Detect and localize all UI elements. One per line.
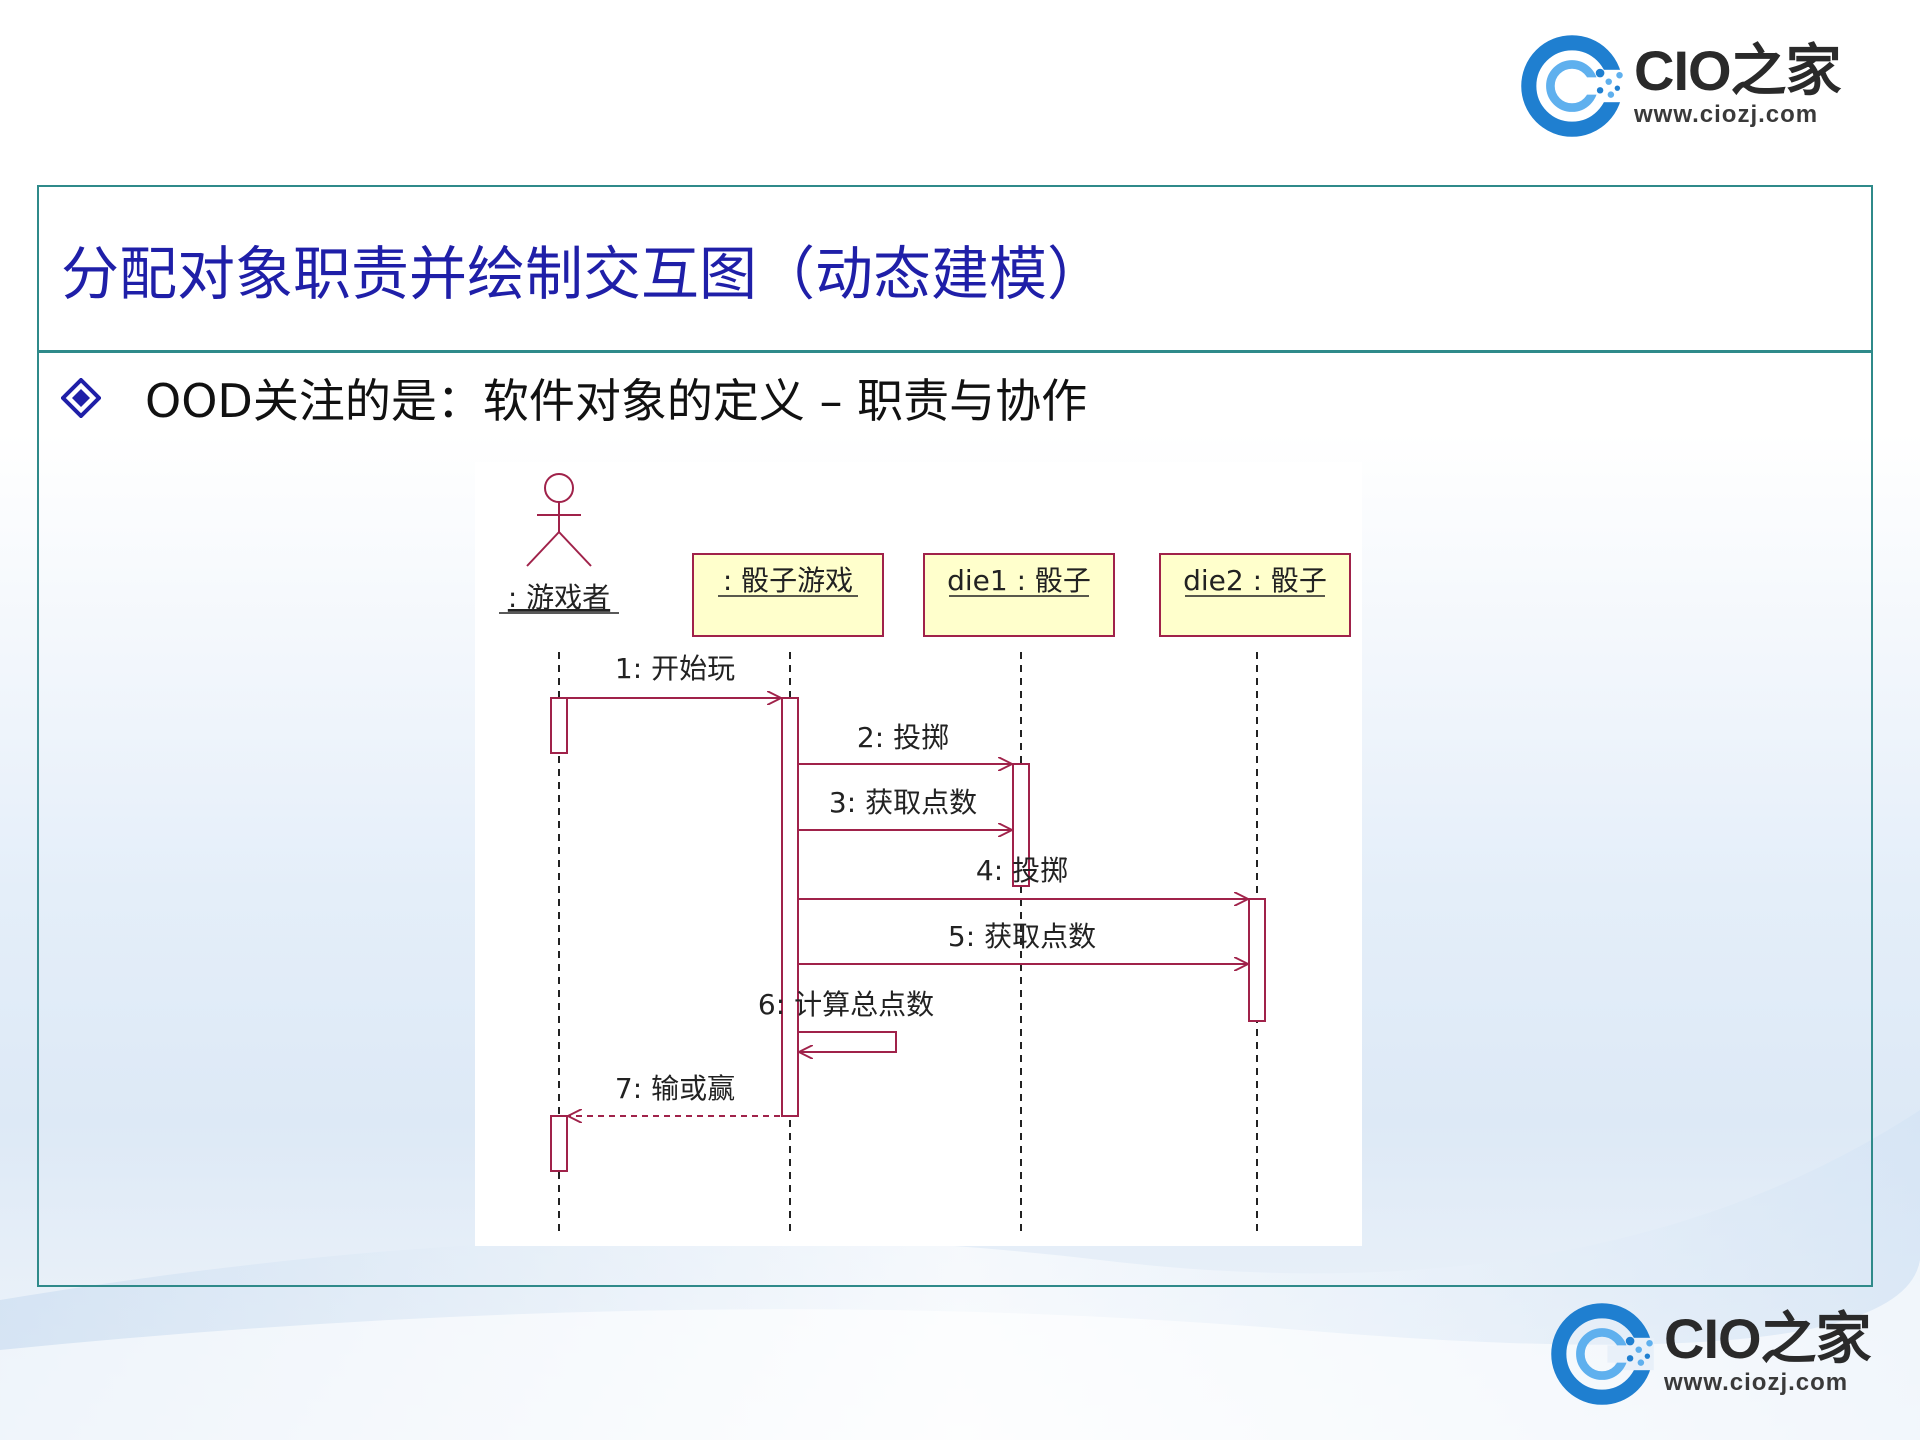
object-box-die2: die2 : 骰子 [1159, 553, 1351, 637]
logo-name: CIO之家 [1634, 39, 1842, 102]
slide-title: 分配对象职责并绘制交互图（动态建模） [61, 240, 1106, 308]
message-label-3: 3: 获取点数 [829, 786, 977, 819]
message-label-7: 7: 输或赢 [615, 1072, 735, 1105]
slide-frame: 分配对象职责并绘制交互图（动态建模） OOD关注的是：软件对象的定义 – 职责与… [37, 185, 1873, 1287]
actor-label: : 游戏者 [508, 581, 610, 614]
message-label-4: 4: 投掷 [976, 854, 1068, 887]
brand-logo-footer: CIO之家 www.ciozj.com [1548, 1300, 1872, 1408]
diamond-bullet-icon [61, 378, 101, 418]
activation-game [781, 697, 799, 1117]
logo-footer-name: CIO之家 [1664, 1307, 1872, 1370]
object-label-die1: die1 : 骰子 [947, 564, 1091, 597]
activation-actor-1 [550, 697, 568, 754]
object-box-die1: die1 : 骰子 [923, 553, 1115, 637]
brand-logo: CIO之家 www.ciozj.com [1518, 32, 1842, 140]
sequence-diagram-canvas: : 游戏者 : 骰子游戏 die1 : 骰子 die2 : 骰子 [499, 473, 1351, 1232]
message-label-5: 5: 获取点数 [948, 920, 1096, 953]
object-box-game: : 骰子游戏 [692, 553, 884, 637]
object-label-die2: die2 : 骰子 [1183, 564, 1327, 597]
message-label-1: 1: 开始玩 [615, 652, 735, 685]
message-label-6: 6: 计算总点数 [758, 988, 934, 1021]
message-arrow-6 [798, 1031, 897, 1052]
sequence-diagram: : 游戏者 : 骰子游戏 die1 : 骰子 die2 : 骰子 [475, 462, 1362, 1246]
logo-url: www.ciozj.com [1634, 101, 1819, 128]
cio-logo-icon [1521, 35, 1624, 137]
bullet-item: OOD关注的是：软件对象的定义 – 职责与协作 [61, 365, 1087, 431]
activation-die1 [1012, 763, 1030, 887]
activation-actor-2 [550, 1115, 568, 1172]
bullet-text: OOD关注的是：软件对象的定义 – 职责与协作 [145, 374, 1088, 428]
message-label-2: 2: 投掷 [857, 721, 949, 754]
activation-die2 [1248, 898, 1266, 1022]
actor-figure-icon [526, 473, 592, 567]
title-area: 分配对象职责并绘制交互图（动态建模） [39, 187, 1871, 353]
object-label-game: : 骰子游戏 [723, 564, 853, 597]
logo-footer-url: www.ciozj.com [1664, 1369, 1849, 1396]
cio-logo-footer-icon [1551, 1303, 1654, 1405]
